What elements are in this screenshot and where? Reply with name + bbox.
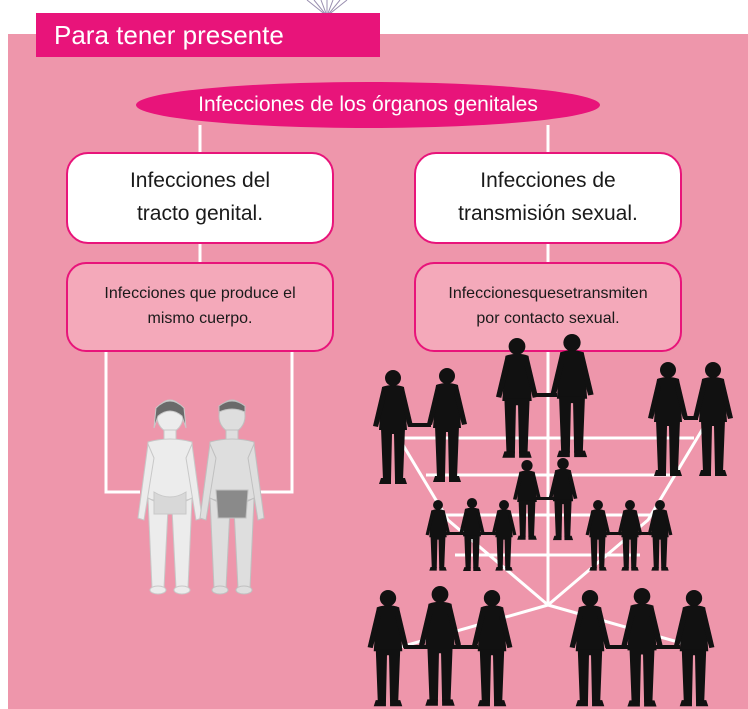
branch-heading-line: tracto genital.: [136, 202, 264, 225]
branch-description-line: Infecciones que produce el: [104, 285, 296, 303]
branch-heading-line: transmisión sexual.: [458, 202, 638, 225]
branch-description-genital-tract: Infecciones que produce el mismo cuerpo.: [66, 262, 334, 352]
branch-description-line: mismo cuerpo.: [147, 310, 253, 327]
diagram-title: Infecciones de los órganos genitales: [136, 82, 600, 128]
branch-description-line: Infeccionesquesetransmiten: [448, 285, 648, 303]
branch-description-sexual-transmission: Infeccionesquesetransmiten por contacto …: [414, 262, 682, 352]
section-header-label: Para tener presente: [54, 20, 284, 50]
content-panel: [8, 34, 748, 709]
branch-heading-sexual-transmission: Infecciones de transmisión sexual.: [414, 152, 682, 244]
pinwheel-icon: [306, 0, 348, 16]
branch-heading-genital-tract: Infecciones del tracto genital.: [66, 152, 334, 244]
branch-heading-line: Infecciones del: [129, 169, 271, 193]
branch-description-line: por contacto sexual.: [476, 310, 620, 327]
diagram-title-text: Infecciones de los órganos genitales: [198, 93, 538, 116]
branch-heading-line: Infecciones de: [480, 169, 616, 193]
section-header-tab: Para tener presente: [36, 13, 380, 57]
